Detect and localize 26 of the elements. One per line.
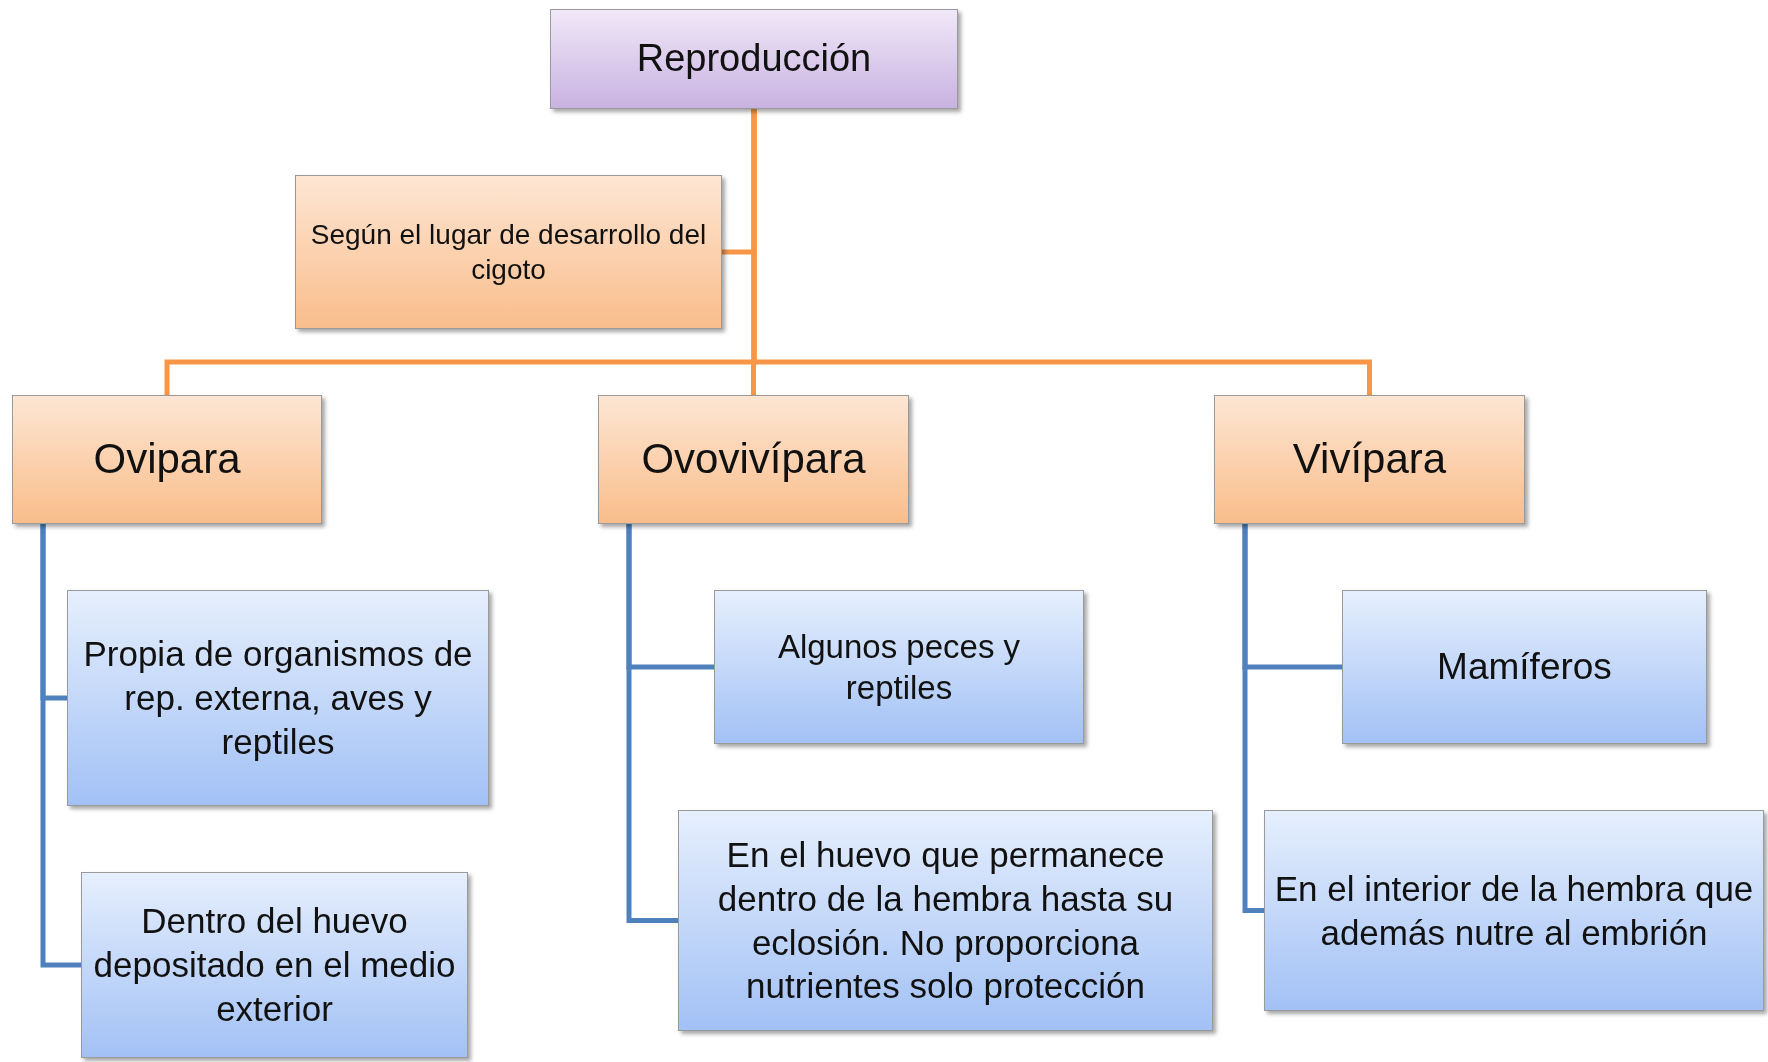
node-text: Vivípara [1292, 434, 1447, 485]
node-text: Propia de organismos de rep. externa, aves y reptiles [82, 633, 474, 763]
node-text: Ovipara [93, 434, 241, 485]
connector-line [751, 109, 1372, 395]
node-text: Mamíferos [1437, 644, 1612, 689]
node-text: Reproducción [636, 36, 872, 82]
title-box [550, 9, 958, 109]
category-box [12, 395, 322, 524]
node-text: Ovovivípara [641, 434, 866, 485]
description-box [1342, 590, 1707, 744]
connector-line [1242, 524, 1264, 913]
description-box [67, 590, 489, 806]
category-box [1214, 395, 1525, 524]
node-text: Algunos peces y reptiles [776, 626, 1022, 708]
node-text: En el interior de la hembra que además nutre al embrión [1273, 867, 1755, 954]
description-box [1264, 810, 1764, 1011]
description-box [714, 590, 1084, 744]
connector-line [626, 524, 678, 923]
node-text: En el huevo que permanece dentro de la hembra hasta su eclosión. No proporciona nutrientes solo protección [716, 834, 1175, 1008]
category-box [295, 175, 722, 329]
node-text: Según el lugar de desarrollo del cigoto [309, 218, 708, 287]
connector-line [40, 524, 81, 968]
description-box [81, 872, 468, 1058]
description-box [678, 810, 1213, 1031]
category-box [598, 395, 909, 524]
node-text: Dentro del huevo depositado en el medio exterior [92, 900, 457, 1030]
